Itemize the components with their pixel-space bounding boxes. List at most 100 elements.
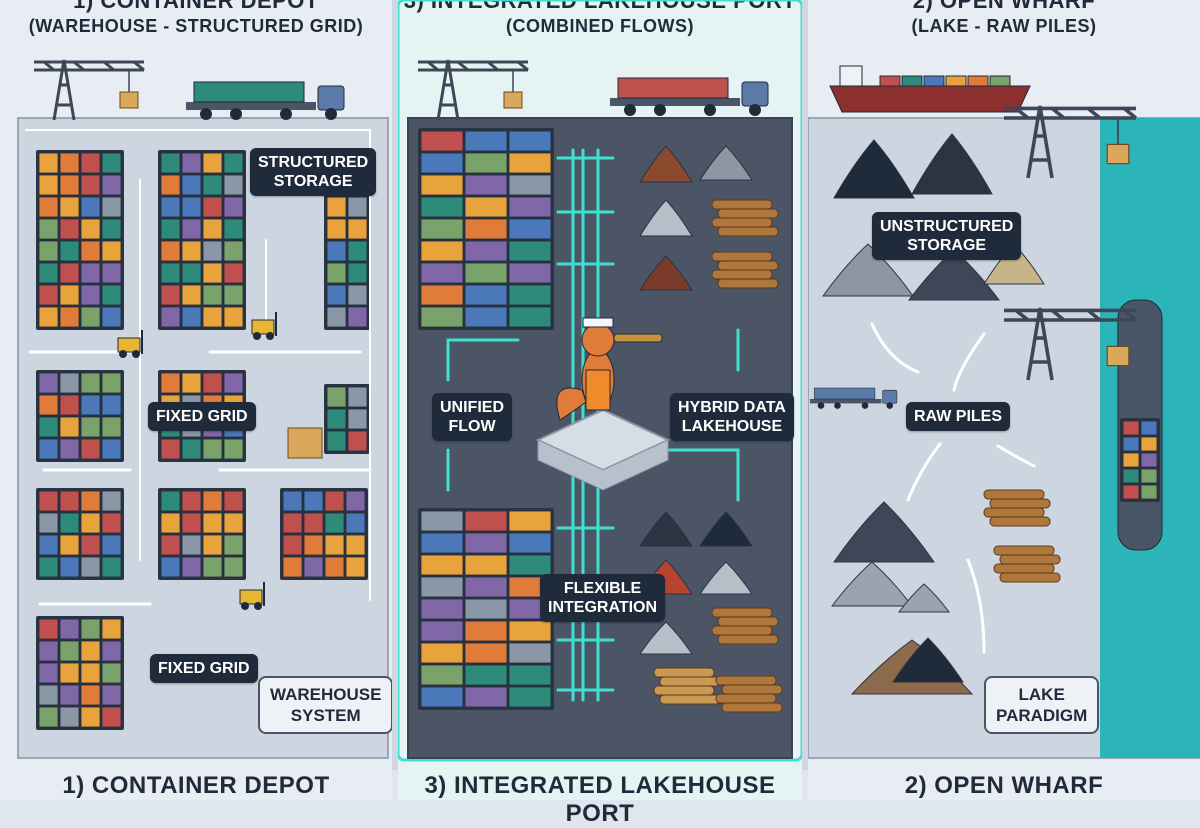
shipping-container [181,438,202,460]
shipping-container [160,174,181,196]
truck-wheel [749,104,761,116]
log-bundle [653,667,715,678]
shipping-container [38,534,59,556]
shipping-container [303,512,324,534]
shipping-container [160,534,181,556]
raw-pile [833,139,915,199]
shipping-container [345,534,366,556]
log-bundle [717,260,779,271]
shipping-container [223,306,244,328]
shipping-container [303,534,324,556]
container-stack [36,488,124,580]
shipping-container [101,174,122,196]
shipping-container [508,306,552,328]
crate-icon [287,427,323,459]
shipping-container [1140,420,1158,436]
truck-wheel [624,104,636,116]
truck-wheel [861,402,869,409]
shipping-container [347,196,368,218]
shipping-container [508,554,552,576]
shipping-container [38,196,59,218]
shipping-container [59,196,80,218]
shipping-container [508,686,552,708]
unified-flow-line2: FLOW [448,418,496,435]
shipping-container [326,430,347,452]
forklift-wheel [254,602,262,610]
shipping-container [464,284,508,306]
shipping-container [202,174,223,196]
truck-wheel [280,108,292,120]
shipping-container [59,662,80,684]
container-stack [158,488,246,580]
shipping-container [508,218,552,240]
shipping-container [38,490,59,512]
shipping-container [80,372,101,394]
shipping-container [181,306,202,328]
shipping-container [59,706,80,728]
crane-tower [52,59,76,121]
shipping-container [901,75,923,87]
lakehouse-port-title: 3) INTEGRATED LAKEHOUSE PORT [403,0,797,13]
log-bundle [653,685,715,696]
truck-trailer [186,102,316,110]
shipping-container [59,534,80,556]
shipping-container [223,556,244,578]
shipping-container [420,620,464,642]
truck-container [617,77,729,99]
shipping-container [80,640,101,662]
shipping-container [80,662,101,684]
lakehouse-port-illustration [398,0,802,762]
shipping-container [101,438,122,460]
shipping-container [464,262,508,284]
shipping-container [181,512,202,534]
shipping-container [59,262,80,284]
unified-flow-line1: UNIFIED [440,399,504,416]
shipping-container [347,262,368,284]
crane-tower [1026,105,1054,179]
log-bundle [711,199,773,210]
truck-container [814,387,876,400]
truck-container [193,81,305,103]
shipping-container [202,196,223,218]
shipping-container [38,240,59,262]
pedestal-side [537,439,669,491]
shipping-container [464,686,508,708]
shipping-container [202,512,223,534]
shipping-container [80,262,101,284]
shipping-container [223,262,244,284]
shipping-container [1122,420,1140,436]
forklift-wheel [119,350,127,358]
shipping-container [202,490,223,512]
shipping-container [347,408,368,430]
shipping-container [223,218,244,240]
forklift-wheel [266,332,274,340]
log-bundle [711,269,773,280]
shipping-container [1140,452,1158,468]
shipping-container [101,152,122,174]
shipping-container [464,306,508,328]
shipping-container [101,534,122,556]
shipping-container [59,284,80,306]
shipping-container [303,556,324,578]
shipping-container [1140,436,1158,452]
shipping-container [38,174,59,196]
container-depot-footer: 1) CONTAINER DEPOT [62,772,330,799]
forklift-icon [239,582,265,610]
shipping-container [101,394,122,416]
shipping-container [181,240,202,262]
shipping-container [202,262,223,284]
shipping-container [80,438,101,460]
shipping-container [181,196,202,218]
truck-wheel [817,402,825,409]
raw-pile [639,255,693,291]
captain-hat [582,317,614,328]
shipping-container [160,196,181,218]
shipping-container [59,240,80,262]
shipping-container [464,598,508,620]
log-bundle [983,507,1045,518]
crate-icon [503,91,523,109]
shipping-container [59,416,80,438]
shipping-container [1122,484,1140,500]
shipping-container [324,490,345,512]
unstructured-storage-line2: STORAGE [907,237,987,254]
